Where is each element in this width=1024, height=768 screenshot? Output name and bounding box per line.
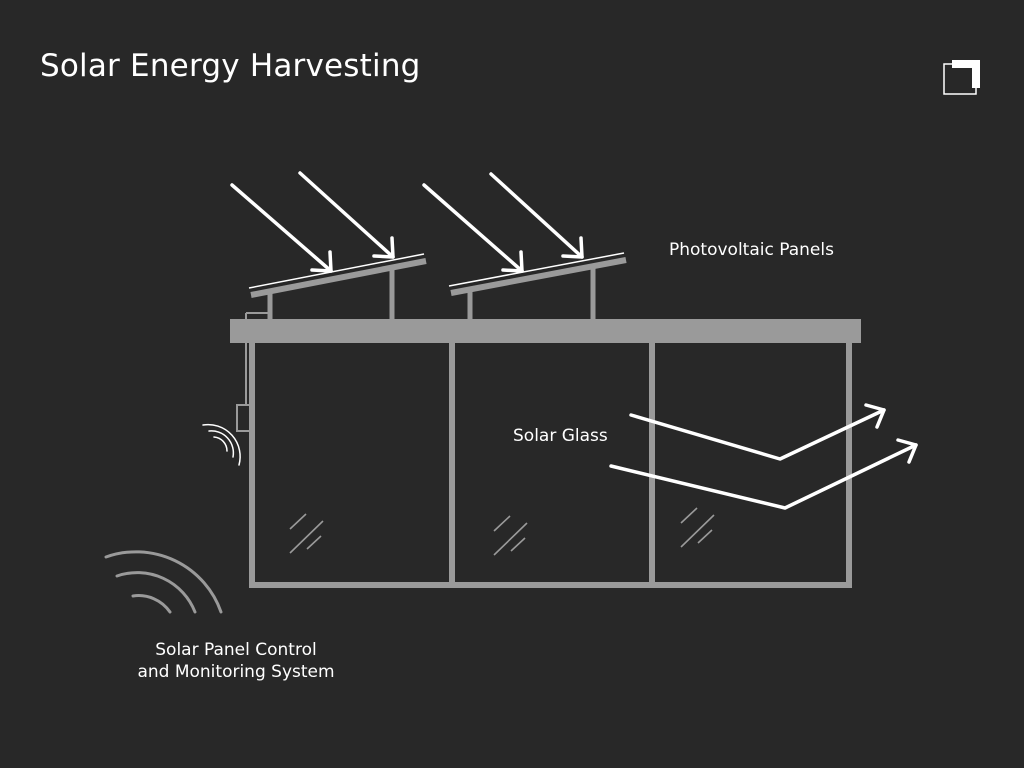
solar-glass-label: Solar Glass: [513, 426, 608, 446]
glass-glare-icon: [493, 515, 528, 556]
reflected-arrow-icon: [609, 438, 918, 510]
glass-glare-icon: [289, 513, 324, 554]
signal-wave-icon: [202, 423, 241, 466]
control-label-line-1: Solar Panel Control: [155, 640, 317, 660]
sun-ray-arrow-icon: [422, 183, 524, 273]
sun-ray-arrow-icon: [298, 171, 395, 259]
pv-panel-2: [448, 252, 627, 319]
sun-ray-arrow-icon: [230, 183, 333, 273]
glass-ray-arrows: [609, 403, 918, 510]
page-title: Solar Energy Harvesting: [40, 48, 421, 84]
sun-ray-arrows: [230, 171, 584, 273]
reflected-arrow-icon: [629, 403, 886, 461]
logo-icon: [943, 60, 980, 95]
building-structure: [230, 319, 861, 588]
control-system-label: Solar Panel Control and Monitoring Syste…: [118, 639, 354, 683]
glass-glare-icon: [680, 507, 715, 548]
control-label-line-2: and Monitoring System: [137, 662, 335, 682]
signal-wave-icon: [104, 550, 223, 614]
sun-ray-arrow-icon: [489, 172, 584, 259]
roof-slab: [230, 319, 861, 343]
glass-glare-marks: [289, 507, 715, 556]
controller-box: [236, 312, 268, 432]
pv-panel-1: [248, 253, 427, 319]
photovoltaic-panels-label: Photovoltaic Panels: [669, 240, 834, 260]
